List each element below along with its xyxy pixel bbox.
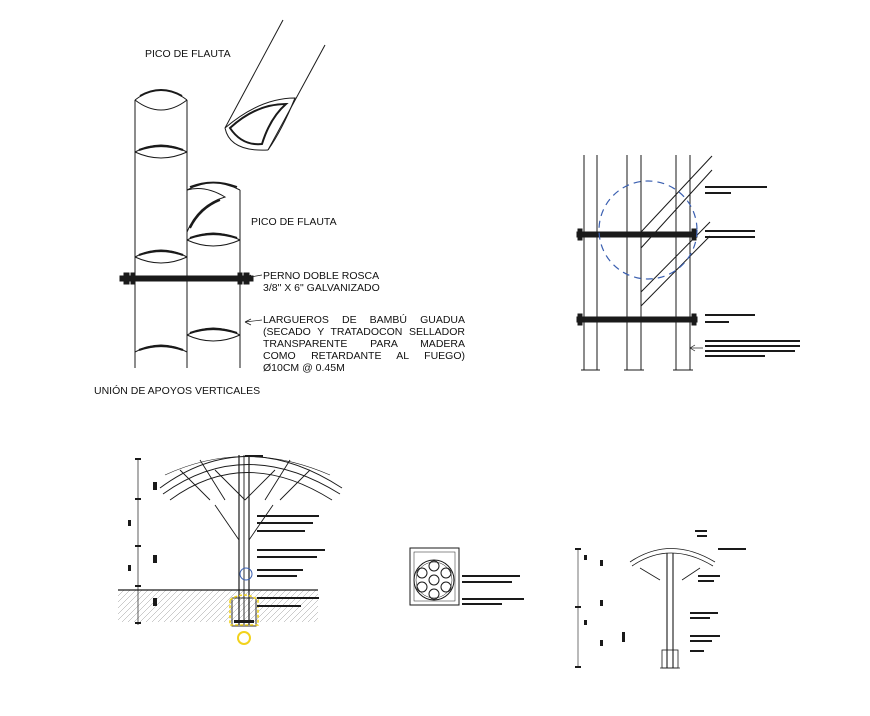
union-title: UNIÓN DE APOYOS VERTICALES <box>94 385 261 397</box>
canopy-elevation-large <box>118 455 343 645</box>
largueros-line-1: LARGUEROS DE BAMBÚ GUADUA <box>263 314 465 326</box>
base-highlight <box>237 631 251 645</box>
largueros-line-5: Ø10CM @ 0.45M <box>263 362 345 374</box>
post-connection-detail <box>576 155 800 371</box>
pico-de-flauta-label-top: PICO DE FLAUTA <box>145 48 231 60</box>
leader-arrows <box>244 274 263 326</box>
vertical-posts <box>581 155 693 371</box>
largueros-line-2: (SECADO Y TRATADOCON SELLADOR <box>263 326 465 338</box>
short-bamboo-culm <box>186 181 241 368</box>
largueros-line-3: TRANSPARENTE PARA MADERA <box>263 338 465 350</box>
perno-line-2: 3/8" X 6" GALVANIZADO <box>263 282 380 294</box>
bamboo-bundle-section <box>409 547 524 606</box>
bamboo-union-detail <box>119 19 326 368</box>
tall-bamboo-culm <box>134 89 188 368</box>
detail-2-leaders <box>689 344 703 352</box>
angled-bamboo-piece <box>224 19 326 151</box>
detail-callout-circle <box>598 180 698 280</box>
largueros-label: LARGUEROS DE BAMBÚ GUADUA (SECADO Y TRAT… <box>263 314 465 374</box>
pico-de-flauta-label-middle: PICO DE FLAUTA <box>251 216 337 228</box>
canopy-elevation-small <box>575 530 746 669</box>
perno-line-1: PERNO DOBLE ROSCA <box>263 270 380 282</box>
annotation-text-bars <box>705 186 800 357</box>
largueros-line-4: COMO RETARDANTE AL FUEGO) <box>263 350 465 362</box>
connection-bolts <box>576 228 698 326</box>
perno-label: PERNO DOBLE ROSCA 3/8" X 6" GALVANIZADO <box>263 270 380 294</box>
